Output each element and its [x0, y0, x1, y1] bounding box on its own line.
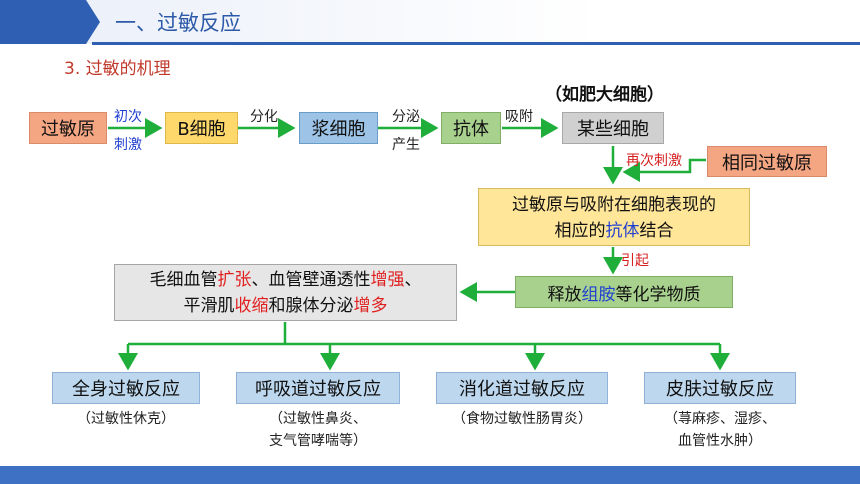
binding-line-2: 相应的抗体结合	[479, 218, 749, 244]
binding-line-1: 过敏原与吸附在细胞表现的	[512, 195, 716, 215]
reaction-digestive-note-1: （食物过敏性肠胃炎）	[452, 411, 592, 427]
binding-line-2-pre: 相应的	[554, 221, 606, 241]
effects-2a: 平滑肌	[183, 296, 235, 316]
reaction-skin: 皮肤过敏反应	[644, 372, 796, 404]
reaction-respiratory: 呼吸道过敏反应	[236, 372, 400, 404]
reaction-respiratory-note-1: （过敏性鼻炎、	[269, 411, 367, 427]
node-binding: 过敏原与吸附在细胞表现的 相应的抗体结合	[478, 188, 750, 246]
label-secrete-2: 产生	[392, 137, 420, 153]
reaction-respiratory-note: （过敏性鼻炎、支气管哮喘等）	[236, 408, 400, 452]
label-first-stim-1: 初次	[114, 109, 142, 125]
node-antibody: 抗体	[441, 112, 501, 144]
label-trigger: 引起	[621, 253, 649, 269]
effects-2c: 和腺体分泌	[268, 296, 354, 316]
node-effects: 毛细血管扩张、血管壁通透性增强、 平滑肌收缩和腺体分泌增多	[114, 264, 457, 321]
reaction-skin-note-1: （荨麻疹、湿疹、	[664, 411, 776, 427]
effects-line-1: 毛细血管扩张、血管壁通透性增强、	[115, 267, 456, 293]
node-certain-cells: 某些细胞	[562, 112, 664, 144]
effects-dilate: 扩张	[217, 270, 252, 290]
effects-1e: 、	[404, 270, 422, 290]
release-highlight-histamine: 组胺	[581, 284, 616, 305]
label-adsorb: 吸附	[505, 109, 533, 125]
header-underline	[92, 42, 860, 45]
effects-1c: 、血管壁通透性	[251, 270, 371, 290]
reaction-systemic: 全身过敏反应	[52, 372, 200, 404]
effects-enhance: 增强	[370, 270, 405, 290]
reaction-digestive: 消化道过敏反应	[436, 372, 608, 404]
reaction-digestive-note: （食物过敏性肠胃炎）	[426, 408, 618, 430]
label-differentiate: 分化	[250, 109, 278, 125]
effects-line-2: 平滑肌收缩和腺体分泌增多	[115, 293, 456, 319]
header-accent-shape	[0, 0, 100, 44]
effects-1a: 毛细血管	[149, 270, 218, 290]
release-pre: 释放	[547, 284, 582, 305]
binding-line-2-post: 结合	[639, 221, 674, 241]
reaction-systemic-note: （过敏性休克）	[52, 408, 200, 430]
release-post: 等化学物质	[615, 284, 701, 305]
node-same-allergen: 相同过敏原	[707, 146, 827, 177]
reaction-skin-note: （荨麻疹、湿疹、血管性水肿）	[634, 408, 806, 452]
node-b-cell: B细胞	[165, 112, 238, 144]
node-release: 释放组胺等化学物质	[515, 276, 733, 308]
label-first-stim-2: 刺激	[114, 137, 142, 153]
footer-bar	[0, 466, 860, 484]
arrow-restim	[622, 158, 706, 182]
reaction-respiratory-note-2: 支气管哮喘等）	[269, 433, 367, 449]
reaction-systemic-note-1: （过敏性休克）	[77, 411, 175, 427]
note-mast-cell: （如肥大细胞）	[545, 85, 664, 105]
label-secrete-1: 分泌	[392, 109, 420, 125]
binding-highlight-antibody: 抗体	[605, 221, 640, 241]
label-restim: 再次刺激	[626, 153, 682, 169]
node-plasma-cell: 浆细胞	[299, 112, 378, 144]
header-background	[0, 0, 860, 44]
effects-increase: 增多	[353, 296, 388, 316]
page-title: 一、过敏反应	[115, 11, 241, 35]
reaction-skin-note-2: 血管性水肿）	[678, 433, 762, 449]
section-title: 3. 过敏的机理	[64, 59, 171, 79]
node-allergen: 过敏原	[29, 112, 107, 144]
effects-contract: 收缩	[234, 296, 269, 316]
